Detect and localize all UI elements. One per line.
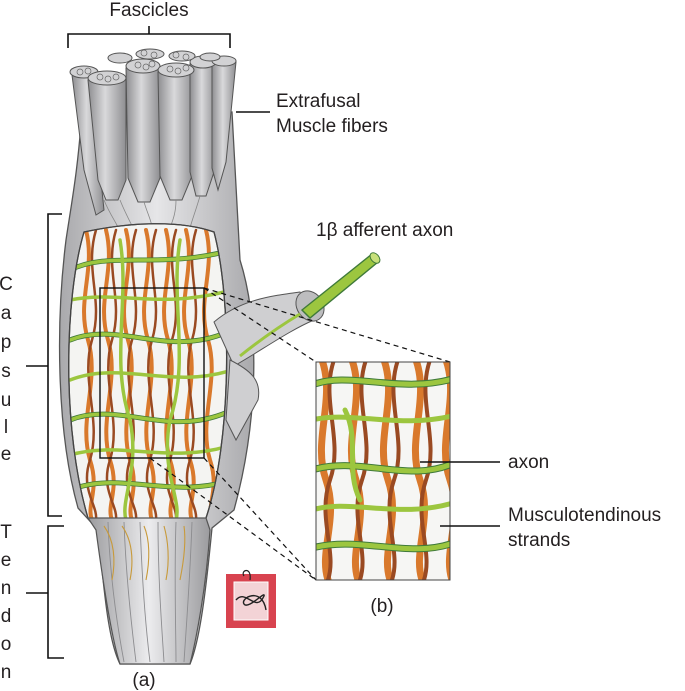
label-strands-line2: strands bbox=[508, 530, 570, 551]
inset-panel-b bbox=[312, 360, 456, 585]
capsule-letter: a bbox=[1, 303, 12, 324]
capsule-bracket bbox=[26, 214, 62, 516]
label-capsule: C a p s u l e bbox=[0, 274, 13, 465]
label-fascicles: Fascicles bbox=[109, 0, 188, 21]
capsule bbox=[69, 224, 232, 521]
label-tendon: T e n d o n bbox=[0, 522, 12, 683]
capsule-letter: l bbox=[4, 417, 8, 438]
label-extrafusal-line1: Extrafusal bbox=[276, 91, 360, 112]
label-panel-b: (b) bbox=[370, 596, 393, 617]
signature-stamp bbox=[226, 571, 276, 629]
label-extrafusal-line2: Muscle fibers bbox=[276, 116, 388, 137]
tendon-letter: e bbox=[1, 550, 12, 571]
label-axon: axon bbox=[508, 452, 549, 473]
label-strands-line1: Musculotendinous bbox=[508, 505, 661, 526]
capsule-letter: C bbox=[0, 274, 13, 295]
capsule-letter: e bbox=[1, 444, 12, 465]
tendon-bracket bbox=[26, 526, 64, 658]
capsule-letter: p bbox=[1, 332, 12, 353]
capsule-letter: u bbox=[1, 390, 12, 411]
fascicles-bracket bbox=[68, 26, 230, 48]
label-panel-a: (a) bbox=[132, 670, 155, 691]
tendon-letter: n bbox=[1, 662, 12, 683]
tendon-letter: d bbox=[1, 606, 12, 627]
capsule-letter: s bbox=[1, 361, 11, 382]
tendon bbox=[88, 518, 210, 664]
tendon-letter: n bbox=[1, 578, 12, 599]
label-afferent-axon: 1β afferent axon bbox=[316, 220, 453, 241]
tendon-letter: T bbox=[0, 522, 12, 543]
tendon-letter: o bbox=[1, 634, 12, 655]
